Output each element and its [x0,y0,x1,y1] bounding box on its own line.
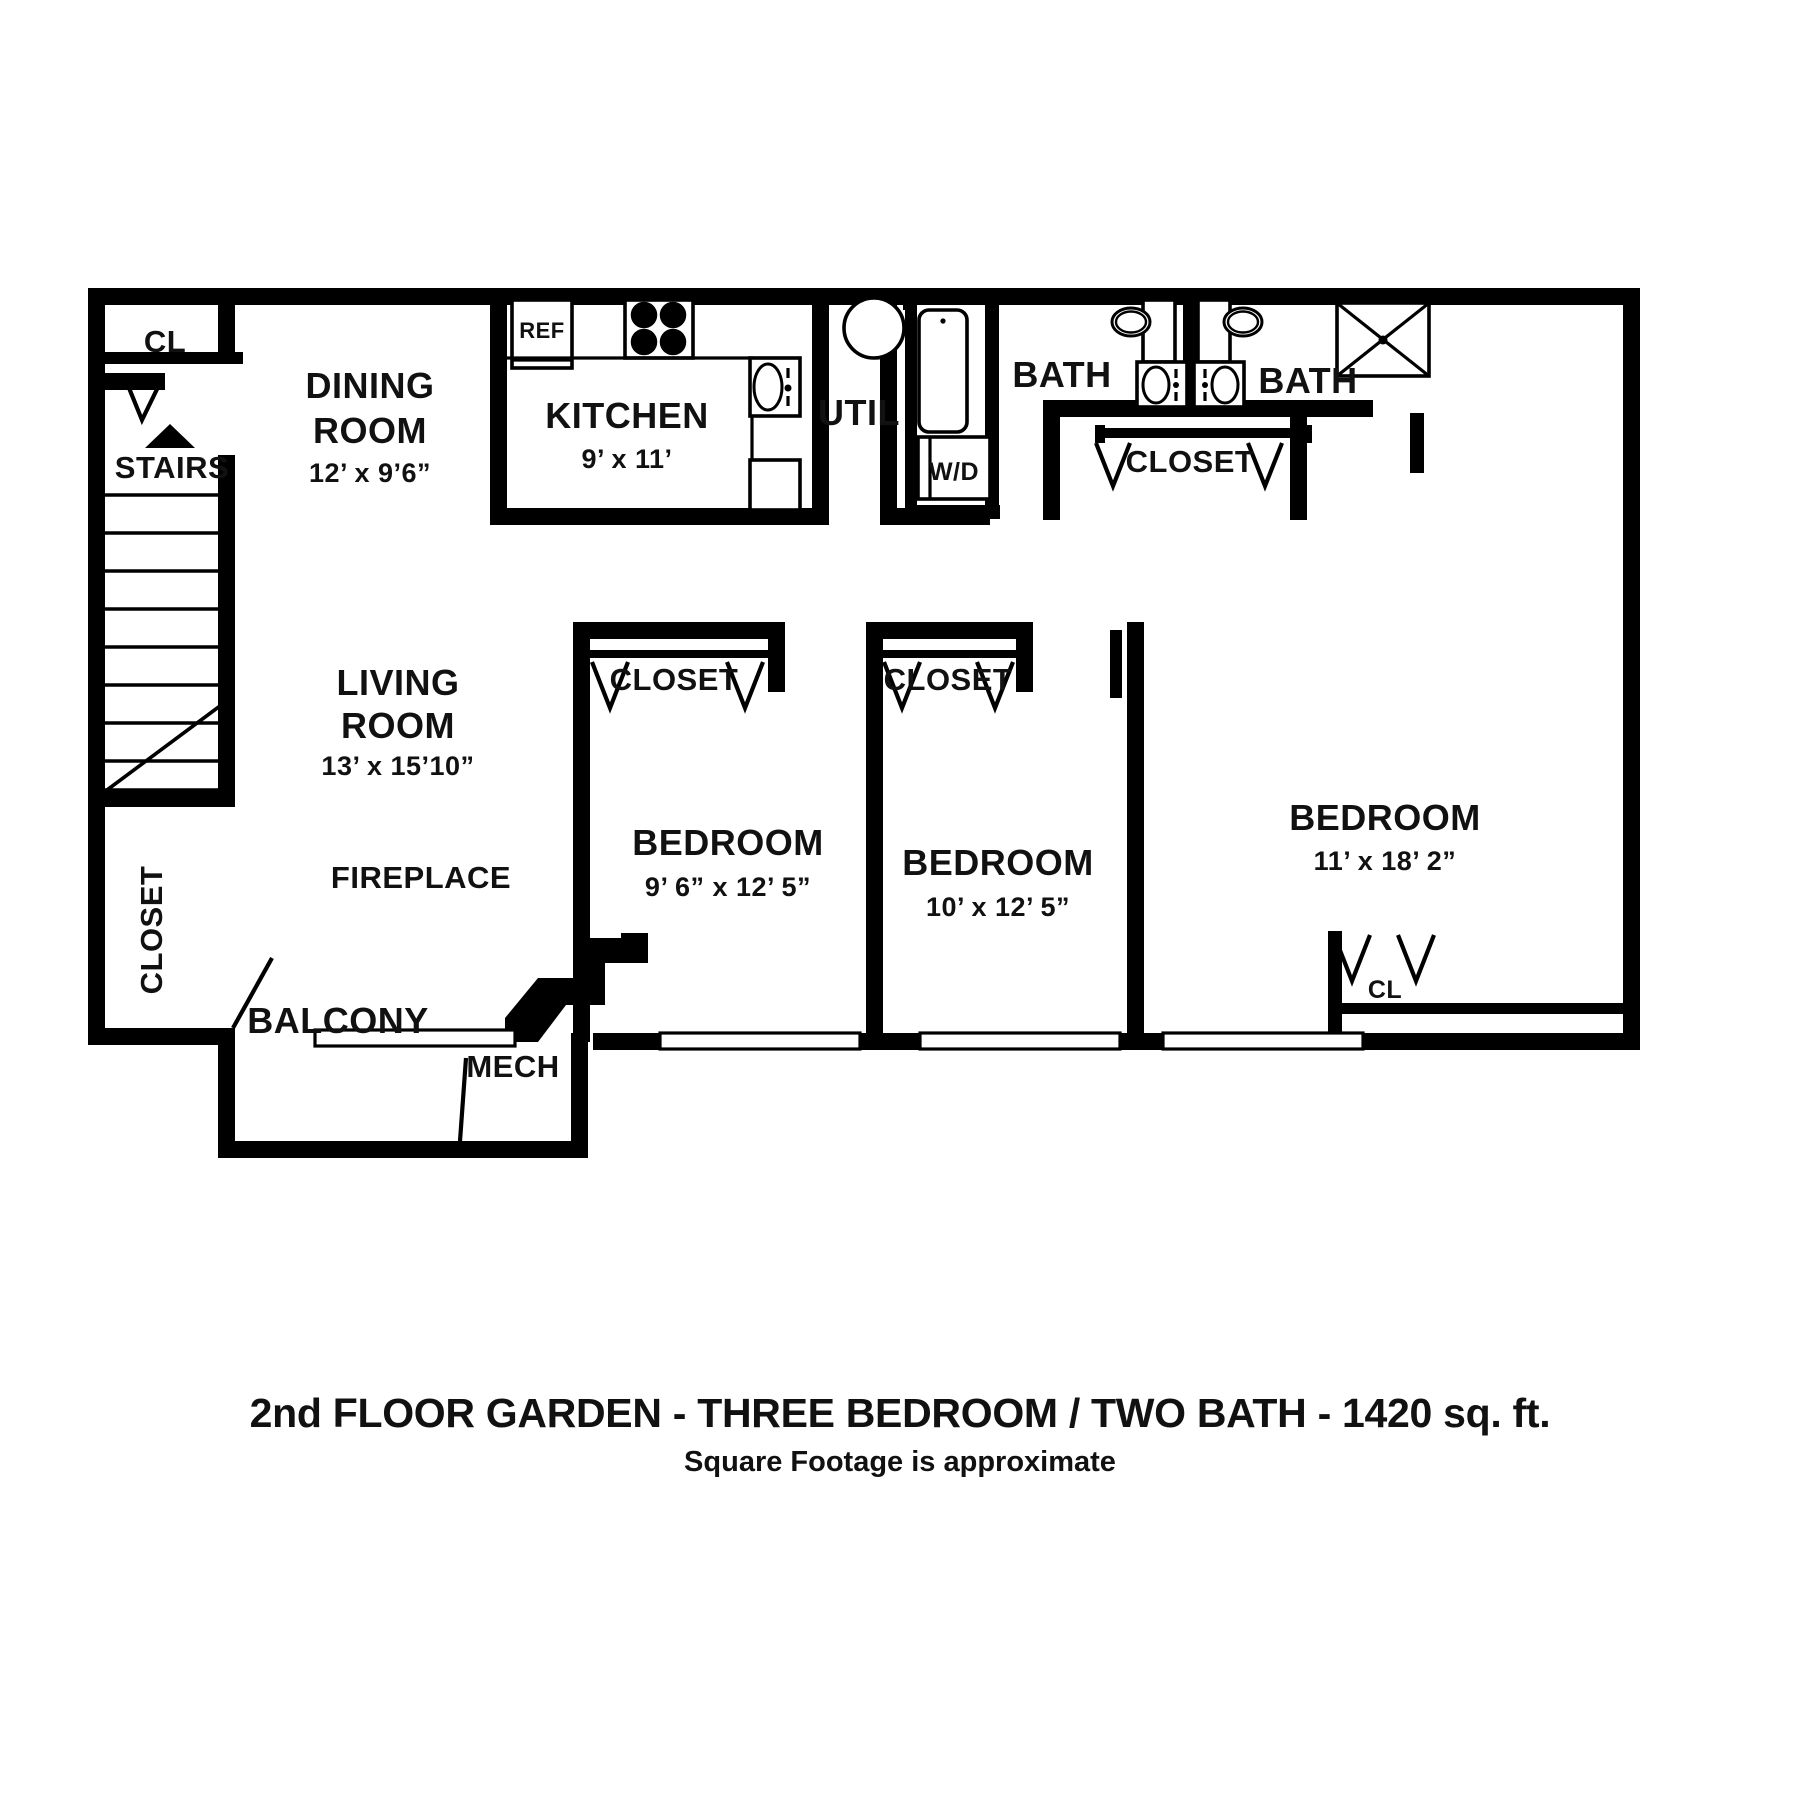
label-master-closet: CLOSET [1126,444,1255,479]
windows [313,1028,1365,1051]
bathtub-icon [917,308,969,434]
label-fireplace: FIREPLACE [331,860,511,895]
caption-title: 2nd FLOOR GARDEN - THREE BEDROOM / TWO B… [249,1390,1551,1436]
label-living-dim: 13’ x 15’10” [321,751,474,781]
shower-icon [1335,301,1431,378]
label-bedroom3-dim: 11’ x 18’ 2” [1314,846,1457,876]
dishwasher-icon [748,458,802,512]
vanity-left-icon [1135,360,1189,409]
stairs-treads [105,493,235,792]
caption-subtitle: Square Footage is approximate [684,1446,1116,1478]
label-kitchen-dim: 9’ x 11’ [581,444,672,474]
label-bath-right: BATH [1258,360,1357,401]
label-washer-dryer: W/D [929,458,979,486]
label-refrigerator: REF [519,318,565,343]
label-dining-line2: ROOM [313,410,427,451]
label-bedroom1-dim: 9’ 6” x 12’ 5” [645,872,811,902]
washer-dryer-icon [916,435,992,501]
label-bedroom2: BEDROOM [902,842,1094,883]
doors [125,382,1436,1142]
fireplace-chase [505,933,648,1042]
label-living-line2: ROOM [341,705,455,746]
label-hall-closet: CLOSET [134,866,169,995]
label-bath-left: BATH [1012,354,1111,395]
label-dining-line1: DINING [306,365,435,406]
plan-caption: 2nd FLOOR GARDEN - THREE BEDROOM / TWO B… [0,1390,1800,1479]
vanity-right-icon [1192,360,1246,409]
label-kitchen: KITCHEN [545,395,709,436]
label-dining-dim: 12’ x 9’6” [309,458,431,488]
bedroom-walls [573,622,1340,1042]
toilet-left-icon [1110,298,1177,364]
label-mech: MECH [466,1049,559,1084]
label-util: UTIL [818,392,900,433]
interior-walls [105,288,1424,807]
label-bed3-closet: CL [1368,976,1402,1004]
label-living-line1: LIVING [336,662,459,703]
stairs-up-arrow [145,424,195,448]
label-balcony: BALCONY [247,1000,429,1041]
label-bedroom2-dim: 10’ x 12’ 5” [926,892,1070,922]
label-bedroom1: BEDROOM [632,822,824,863]
label-bed1-closet: CLOSET [610,662,739,697]
water-heater-icon [842,296,906,360]
label-bedroom3: BEDROOM [1289,797,1481,838]
kitchen-sink-icon [748,356,802,418]
label-stairs: STAIRS [115,450,229,485]
label-bed2-closet: CLOSET [884,662,1013,697]
range-icon [623,298,695,360]
label-entry-closet: CL [144,324,186,359]
bedroom3-closet-walls [1328,931,1624,1046]
toilet-right-icon [1196,298,1264,364]
